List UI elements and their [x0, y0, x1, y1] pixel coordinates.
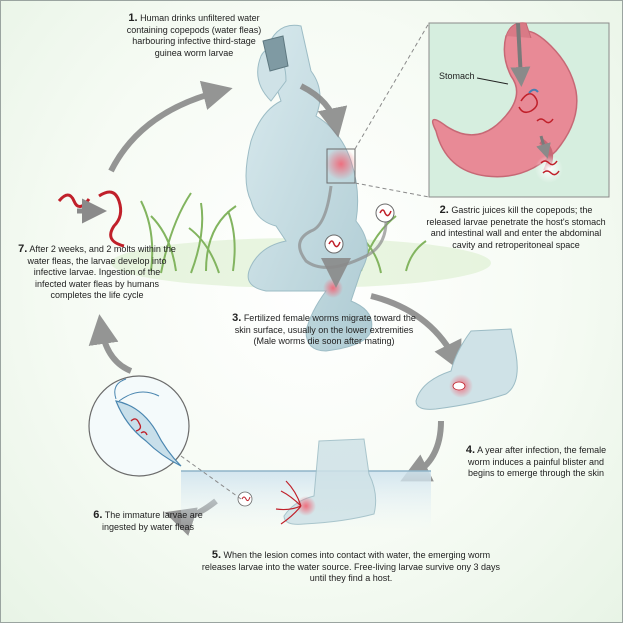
stomach-zoom-box [326, 148, 356, 184]
step-3: 3. Fertilized female worms migrate towar… [229, 312, 419, 348]
stomach-blush [325, 148, 357, 180]
step-6-text: The immature larvae are ingested by wate… [101, 510, 203, 532]
step-3-number: 3. [232, 312, 242, 324]
copepod-magnified [88, 375, 242, 500]
step-4-number: 4. [465, 444, 476, 456]
step-5: 5. When the lesion comes into contact wi… [201, 549, 501, 585]
step-1-number: 1. [128, 12, 138, 24]
foot-blister [415, 328, 518, 410]
step-1-text: Human drinks unfiltered water containing… [126, 13, 262, 58]
intestine-path [298, 185, 388, 269]
foot-in-water [181, 438, 431, 531]
step-6: 6. The immature larvae are ingested by w… [83, 509, 213, 533]
step-6-number: 6. [93, 509, 103, 521]
step-2-text: Gastric juices kill the copepods; the re… [426, 205, 606, 250]
foot-blush [323, 278, 343, 298]
stomach-label: Stomach [439, 71, 475, 81]
step-5-text: When the lesion comes into contact with … [201, 550, 501, 583]
step-4: 4. A year after infection, the female wo… [461, 444, 611, 480]
step-5-number: 5. [211, 549, 222, 561]
step-7-text: After 2 weeks, and 2 molts within the wa… [27, 244, 176, 300]
step-1: 1. Human drinks unfiltered water contain… [119, 12, 269, 59]
worm-growth [57, 190, 125, 248]
human-figure [245, 24, 373, 352]
step-4-text: A year after infection, the female worm … [467, 445, 607, 478]
step-7: 7. After 2 weeks, and 2 molts within the… [17, 243, 177, 302]
worm-bubble-abdomen [375, 203, 395, 223]
step-3-text: Fertilized female worms migrate toward t… [234, 313, 416, 346]
stomach-inset [428, 22, 610, 198]
worm-bubble-leg [324, 234, 344, 254]
zoom-line-bottom [354, 182, 430, 198]
step-2-number: 2. [439, 204, 449, 216]
step-7-number: 7. [18, 243, 28, 255]
zoom-line-top [354, 22, 430, 150]
step-2: 2. Gastric juices kill the copepods; the… [426, 204, 606, 251]
